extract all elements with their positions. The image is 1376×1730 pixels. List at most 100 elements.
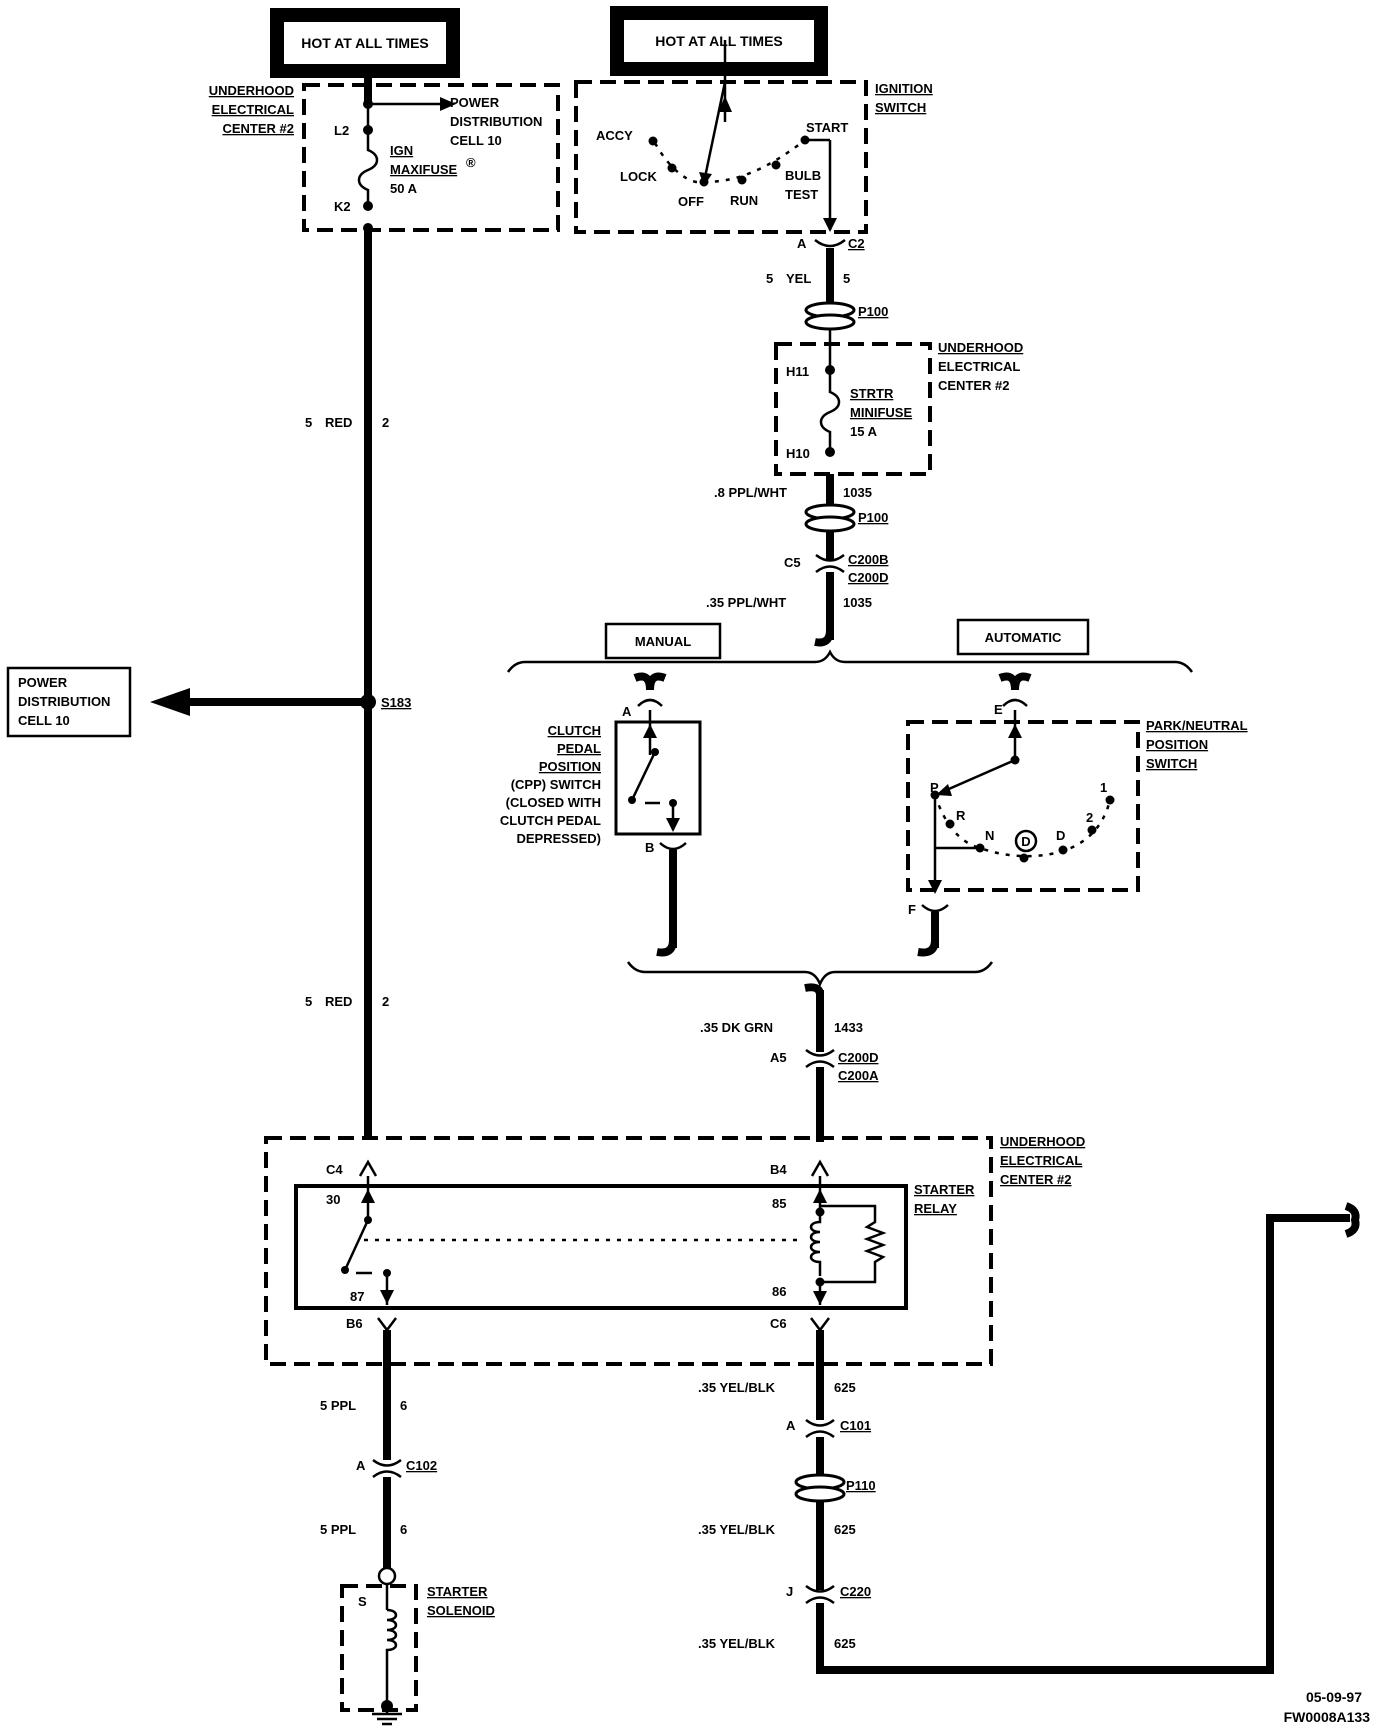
connector-p100-bottom: P100 [804, 503, 888, 533]
cpp-label-7: DEPRESSED) [516, 831, 601, 846]
yelblk2-label: .35 YEL/BLK [698, 1522, 776, 1537]
ground-icon [372, 1712, 402, 1726]
yel-circuit: 5 [843, 271, 850, 286]
p100-top-label: P100 [858, 304, 888, 319]
gear-2: 2 [1086, 810, 1093, 825]
ec2-label-line1: UNDERHOOD [209, 83, 294, 98]
ign-label-2: SWITCH [875, 100, 926, 115]
cpp-label-3: POSITION [539, 759, 601, 774]
dkgrn-label: .35 DK GRN [700, 1020, 773, 1035]
pin-l2: L2 [334, 123, 349, 138]
pplwht1-label: .8 PPL/WHT [714, 485, 787, 500]
relay-center: UNDERHOOD ELECTRICAL CENTER #2 C4 B4 STA… [264, 1134, 1085, 1366]
c101-label: C101 [840, 1418, 871, 1433]
term-86: 86 [772, 1284, 786, 1299]
gear-p: P [930, 780, 939, 795]
fuse-name-2: MAXIFUSE [390, 162, 458, 177]
gear-od: D [1021, 834, 1030, 849]
maxifuse-block: UNDERHOOD ELECTRICAL CENTER #2 POWER DIS… [209, 65, 560, 233]
pos-off: OFF [678, 194, 704, 209]
yel-color: YEL [786, 271, 811, 286]
red-circuit-bot: 2 [382, 994, 389, 1009]
arrow-down-icon [823, 218, 837, 232]
pin-h10: H10 [786, 446, 810, 461]
red-color-bot: RED [325, 994, 352, 1009]
yelblk1-circuit: 625 [834, 1380, 856, 1395]
maxifuse-icon [357, 130, 379, 206]
pdc-label-3: CELL 10 [450, 133, 502, 148]
ppl1-circuit: 6 [400, 1398, 407, 1413]
pnp-switch: E PARK/NEUTRAL POSITION SWITCH P R N D D… [906, 672, 1248, 957]
connector-p100-top: P100 [804, 301, 888, 331]
c200a-label: C200A [838, 1068, 879, 1083]
gear-r: R [956, 808, 966, 823]
pos-bulb: BULB [785, 168, 821, 183]
ign-pin-a: A [797, 236, 807, 251]
relay-label-1: STARTER [914, 1182, 975, 1197]
c5-pin: C5 [784, 555, 801, 570]
dkgrn-circuit: 1433 [834, 1020, 863, 1035]
splice-s183: S183 POWER DISTRIBUTION CELL 10 [6, 666, 411, 738]
cpp-label-1: CLUTCH [548, 723, 601, 738]
automatic-label: AUTOMATIC [985, 630, 1062, 645]
pin-c4: C4 [326, 1162, 343, 1177]
yelblk3-circuit: 625 [834, 1636, 856, 1651]
ppl2-circuit: 6 [400, 1522, 407, 1537]
arrow-right-icon [440, 97, 456, 111]
pin-k2: K2 [334, 199, 351, 214]
p100-bottom-label: P100 [858, 510, 888, 525]
fuse-name-1: IGN [390, 143, 413, 158]
red-gauge-bot: 5 [305, 994, 312, 1009]
strtr-minifuse-block: UNDERHOOD ELECTRICAL CENTER #2 H11 H10 S… [774, 340, 1023, 476]
yelblk1-label: .35 YEL/BLK [698, 1380, 776, 1395]
cpp-label-5: (CLOSED WITH [506, 795, 601, 810]
c200d-label: C200D [848, 570, 888, 585]
strtr-name-1: STRTR [850, 386, 894, 401]
pplwht1-circuit: 1035 [843, 485, 872, 500]
offpage-label-3: CELL 10 [18, 713, 70, 728]
c102-pin: A [356, 1458, 366, 1473]
strtr-name-2: MINIFUSE [850, 405, 912, 420]
pin-h11: H11 [786, 364, 809, 379]
arrow-left-icon [150, 688, 190, 716]
pnp-pin-f: F [908, 902, 916, 917]
footer-date: 05-09-97 [1306, 1689, 1362, 1705]
cpp-switch: A B CLUTCH PEDAL POSITION (CPP) SWITCH (… [500, 672, 702, 957]
banner-right-text: HOT AT ALL TIMES [655, 33, 783, 49]
overdrive-icon [1014, 829, 1038, 853]
banner-left-text: HOT AT ALL TIMES [301, 35, 429, 51]
pos-run: RUN [730, 193, 758, 208]
c220-pin: J [786, 1584, 793, 1599]
connector-c101: A C101 [786, 1418, 871, 1439]
pnp-label-3: SWITCH [1146, 756, 1197, 771]
fuse-rating: 50 A [390, 181, 418, 196]
starter-solenoid: S STARTER SOLENOID [340, 1566, 495, 1726]
pos-accy: ACCY [596, 128, 633, 143]
ec2-label-line3: CENTER #2 [222, 121, 294, 136]
gear-d: D [1056, 828, 1065, 843]
connector-c102: A C102 [356, 1458, 437, 1479]
registered-mark: ® [466, 155, 476, 170]
arrow-up-icon [718, 96, 732, 112]
solenoid-label-2: SOLENOID [427, 1603, 495, 1618]
cpp-pin-a: A [622, 704, 632, 719]
ppl2-label: 5 PPL [320, 1522, 356, 1537]
solenoid-label-1: STARTER [427, 1584, 488, 1599]
yelblk3-label: .35 YEL/BLK [698, 1636, 776, 1651]
ign-label-1: IGNITION [875, 81, 933, 96]
yelblk2-circuit: 625 [834, 1522, 856, 1537]
solenoid-coil-icon [385, 1608, 398, 1706]
branch-top: MANUAL AUTOMATIC [506, 618, 1194, 673]
pos-test: TEST [785, 187, 818, 202]
pnp-label-1: PARK/NEUTRAL [1146, 718, 1248, 733]
banner-right: HOT AT ALL TIMES [610, 6, 828, 76]
offpage-label-1: POWER [18, 675, 68, 690]
branch-bottom [626, 961, 994, 988]
pin-b6: B6 [346, 1316, 363, 1331]
c102-label: C102 [406, 1458, 437, 1473]
manual-label: MANUAL [635, 634, 691, 649]
cpp-label-2: PEDAL [557, 741, 601, 756]
pnp-pin-e: E [994, 702, 1003, 717]
splice-name: S183 [381, 695, 411, 710]
